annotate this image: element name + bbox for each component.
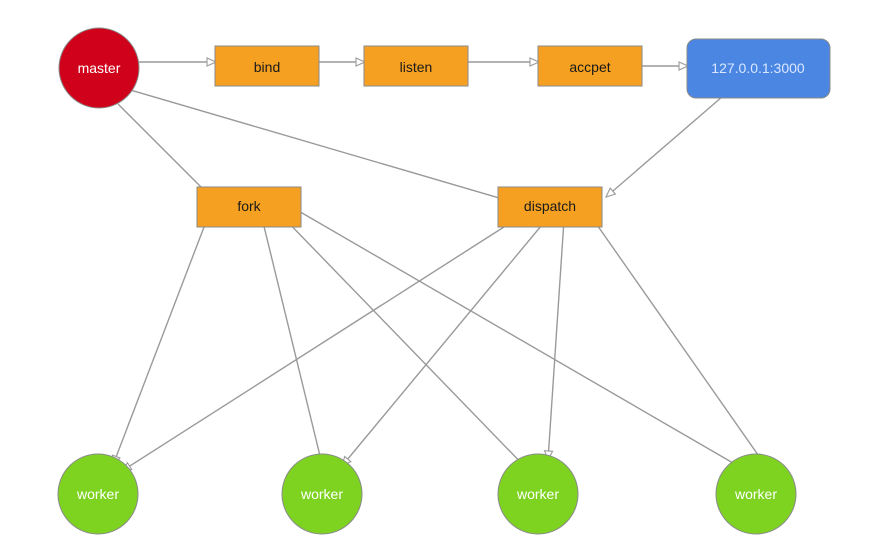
accept-box — [537, 45, 643, 87]
edges-layer — [109, 57, 771, 475]
bind-label: bind — [254, 59, 280, 75]
fork-box — [196, 186, 302, 228]
edge-fork-to-worker-2 — [259, 209, 323, 465]
listen-node: listen — [363, 45, 469, 87]
bind-node: bind — [214, 45, 320, 87]
worker-circle — [281, 453, 363, 535]
dispatch-box — [497, 186, 603, 228]
accept-node: accpet — [537, 45, 643, 87]
fork-label: fork — [237, 198, 261, 214]
nodes-layer: master bind listen accpet 127.0.0.1:3000… — [57, 27, 831, 535]
edge-fork-to-worker-3 — [279, 213, 531, 473]
arrowhead-address-to-dispatch — [604, 187, 617, 198]
edge-fork-to-worker-1 — [112, 213, 210, 466]
address-label: 127.0.0.1:3000 — [711, 60, 805, 76]
edge-dispatch-to-worker-3 — [547, 219, 565, 461]
worker-label: worker — [734, 486, 777, 502]
master-node: master — [58, 27, 140, 109]
arrowhead-listen-to-accept — [529, 57, 541, 67]
edge-dispatch-to-worker-4 — [587, 211, 771, 473]
master-label: master — [78, 60, 121, 76]
worker-label: worker — [516, 486, 559, 502]
worker-node: worker — [497, 453, 579, 535]
dispatch-node: dispatch — [497, 186, 603, 228]
edge-dispatch-to-worker-1 — [121, 217, 519, 472]
arrowhead-accept-to-address — [678, 61, 690, 71]
address-box — [686, 38, 831, 99]
worker-circle — [497, 453, 579, 535]
worker-node: worker — [57, 453, 139, 535]
worker-node: worker — [715, 453, 797, 535]
worker-label: worker — [300, 486, 343, 502]
arrowhead-master-to-bind — [206, 57, 218, 67]
worker-label: worker — [76, 486, 119, 502]
edge-fork-to-worker-4 — [289, 205, 753, 475]
listen-label: listen — [400, 59, 433, 75]
edge-dispatch-to-worker-2 — [341, 219, 547, 467]
worker-circle — [715, 453, 797, 535]
arrowhead-bind-to-listen — [355, 57, 367, 67]
worker-circle — [57, 453, 139, 535]
edge-master-to-dispatch — [109, 83, 524, 206]
edge-address-to-dispatch — [605, 83, 738, 198]
worker-node: worker — [281, 453, 363, 535]
fork-node: fork — [196, 186, 302, 228]
master-circle — [58, 27, 140, 109]
address-node: 127.0.0.1:3000 — [686, 38, 831, 99]
dispatch-label: dispatch — [524, 198, 576, 214]
accept-label: accpet — [569, 59, 610, 75]
listen-box — [363, 45, 469, 87]
bind-box — [214, 45, 320, 87]
